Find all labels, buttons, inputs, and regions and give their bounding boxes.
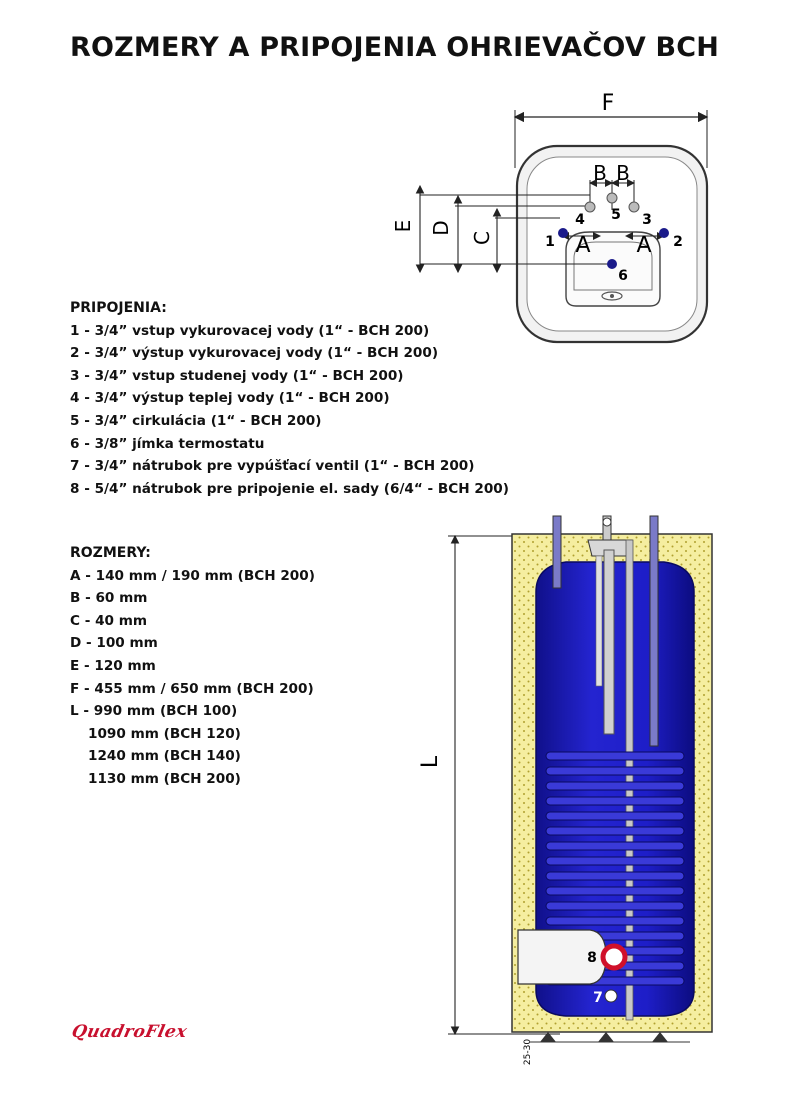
port-1-label: 1 (545, 234, 555, 250)
logo-part-1: Quadro (69, 1022, 148, 1042)
foot-dimension-label: 25-30 (523, 1039, 533, 1065)
coil-loop (545, 931, 685, 941)
dimension-item-e: E - 120 mm (70, 657, 156, 674)
port-8-label: 8 (587, 950, 597, 966)
connections-list: PRIPOJENIA: 1 - 3/4” vstup vykurovacej v… (70, 297, 509, 500)
b-label-2: B (616, 161, 630, 185)
port-2 (659, 228, 669, 238)
dimension-l-variant-2: 1240 mm (BCH 140) (88, 748, 241, 765)
dimensions-heading: ROZMERY: (70, 545, 151, 561)
e-label: E (391, 220, 415, 233)
port-1 (558, 228, 568, 238)
connection-item-4: 4 - 3/4” výstup teplej vody (1“ - BCH 20… (70, 390, 390, 407)
a-label-2: A (636, 233, 651, 258)
connection-item-1: 1 - 3/4” vstup vykurovacej vody (1“ - BC… (70, 322, 430, 339)
dimension-item-f: F - 455 mm / 650 mm (BCH 200) (70, 680, 314, 697)
logo-part-2: Flex (143, 1022, 189, 1042)
coil-loop (545, 976, 685, 986)
port-5-label: 5 (611, 207, 621, 223)
tank (535, 561, 695, 1017)
dimension-item-d: D - 100 mm (70, 635, 158, 652)
f-label: F (602, 91, 615, 116)
coil-loop (545, 751, 685, 761)
flange (565, 231, 661, 307)
port-7-label: 7 (593, 990, 603, 1006)
connection-item-6: 6 - 3/8” jímka termostatu (70, 435, 265, 452)
dimension-item-c: C - 40 mm (70, 612, 148, 629)
coil-loop (545, 961, 685, 971)
port-6 (607, 259, 617, 269)
coil-loop (545, 856, 685, 866)
c-label: C (470, 231, 494, 245)
coil-loop (545, 901, 685, 911)
port-5 (606, 192, 618, 204)
dimensions-list: ROZMERY: A - 140 mm / 190 mm (BCH 200) B… (70, 542, 315, 791)
coil-loop (545, 871, 685, 881)
dimension-item-l: L - 990 mm (BCH 100) (70, 703, 238, 720)
coil-loop (545, 886, 685, 896)
dimension-item-a: A - 140 mm / 190 mm (BCH 200) (70, 567, 315, 584)
a-label-1: A (575, 233, 590, 258)
thermowell (603, 549, 615, 735)
l-label: L (418, 755, 443, 768)
quadroflex-logo: QuadroFlex (70, 1022, 189, 1042)
dimension-l-variant-1: 1090 mm (BCH 120) (88, 725, 241, 742)
coil-loop (545, 946, 685, 956)
coil-loop (545, 796, 685, 806)
connections-heading: PRIPOJENIA: (70, 300, 167, 316)
dimension-item-b: B - 60 mm (70, 590, 148, 607)
b-label-1: B (593, 161, 607, 185)
dimension-l-variant-3: 1130 mm (BCH 200) (88, 770, 241, 787)
connection-item-8: 8 - 5/4” nátrubok pre pripojenie el. sad… (70, 480, 509, 497)
page-title: ROZMERY A PRIPOJENIA OHRIEVAČOV BCH (70, 32, 720, 63)
coil-loop (545, 811, 685, 821)
coil-loop (545, 766, 685, 776)
coil-loop (545, 916, 685, 926)
port-7 (604, 989, 618, 1003)
port-3 (628, 201, 640, 213)
port-6-label: 6 (618, 268, 628, 284)
connection-item-3: 3 - 3/4” vstup studenej vody (1“ - BCH 2… (70, 367, 404, 384)
heater-top-shell (515, 144, 709, 344)
coil-loop (545, 841, 685, 851)
insulation (511, 533, 713, 1033)
port-4-label: 4 (575, 212, 585, 228)
port-2-label: 2 (673, 234, 683, 250)
port-8 (600, 943, 628, 971)
connection-item-2: 2 - 3/4” výstup vykurovacej vody (1“ - B… (70, 345, 439, 362)
coil-loop (545, 826, 685, 836)
coil-loop (545, 781, 685, 791)
d-label: D (429, 220, 453, 235)
connection-item-7: 7 - 3/4” nátrubok pre vypúšťací ventil (… (70, 458, 475, 475)
connection-item-5: 5 - 3/4” cirkulácia (1“ - BCH 200) (70, 412, 322, 429)
port-3-label: 3 (642, 212, 652, 228)
heat-exchanger-coil (545, 751, 685, 986)
port-4 (584, 201, 596, 213)
